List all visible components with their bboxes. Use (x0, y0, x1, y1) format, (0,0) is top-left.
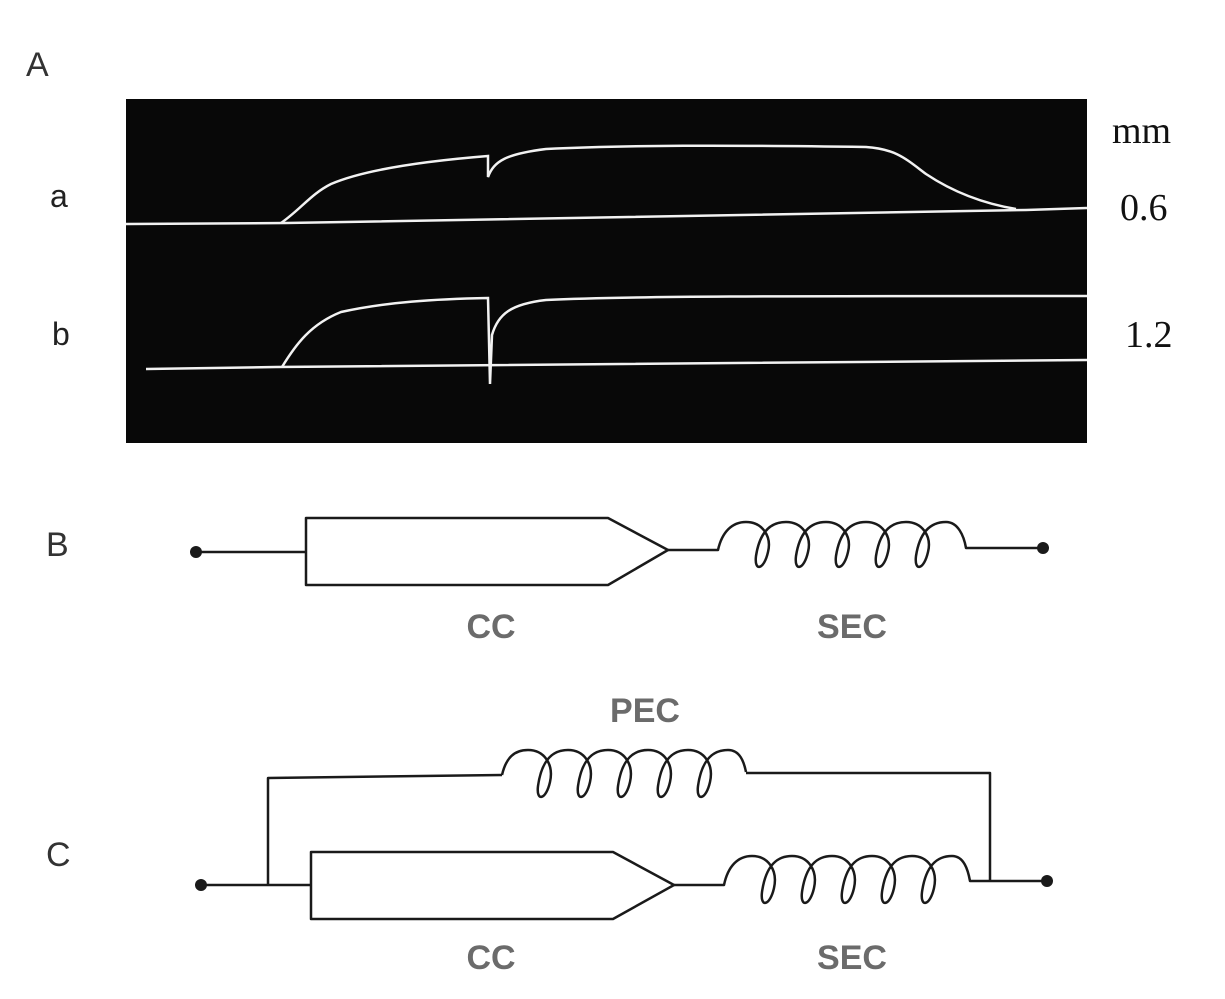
circuit-c-parallel-wire-left (266, 773, 503, 885)
circuit-b-right-terminal (1037, 542, 1049, 554)
circuit-b (190, 516, 1049, 587)
trace-label-b: b (52, 316, 70, 352)
panel-letter-b: B (46, 526, 69, 564)
panel-letter-a: A (26, 46, 49, 84)
circuit-b-contractile-component (304, 516, 670, 587)
circuit-c-pec-label: PEC (610, 692, 680, 730)
panel-letter-c: C (46, 836, 71, 874)
circuit-c-series-elastic-spring (674, 854, 1046, 904)
circuit-c-parallel-elastic-spring (500, 748, 748, 798)
circuit-b-cc-label: CC (466, 608, 516, 646)
circuit-c-parallel-wire-right (746, 771, 992, 880)
circuit-c (195, 748, 1053, 921)
circuit-c-cc-label: CC (466, 939, 516, 977)
trace-a-value: 0.6 (1120, 187, 1168, 229)
unit-label: mm (1112, 110, 1172, 152)
trace-b-baseline (145, 358, 1087, 371)
trace-b-signal (280, 294, 1087, 385)
circuit-b-series-elastic-spring (668, 520, 1042, 568)
oscillogram-traces (126, 144, 1087, 385)
trace-label-a: a (50, 178, 68, 214)
trace-a-baseline (126, 206, 1087, 226)
oscillogram-panel (126, 99, 1087, 443)
circuit-c-sec-label: SEC (817, 939, 887, 977)
circuit-c-right-terminal (1041, 875, 1053, 887)
trace-a-signal (280, 144, 1017, 225)
circuit-b-sec-label: SEC (817, 608, 887, 646)
circuit-c-contractile-component (309, 850, 676, 921)
trace-b-value: 1.2 (1125, 314, 1173, 356)
